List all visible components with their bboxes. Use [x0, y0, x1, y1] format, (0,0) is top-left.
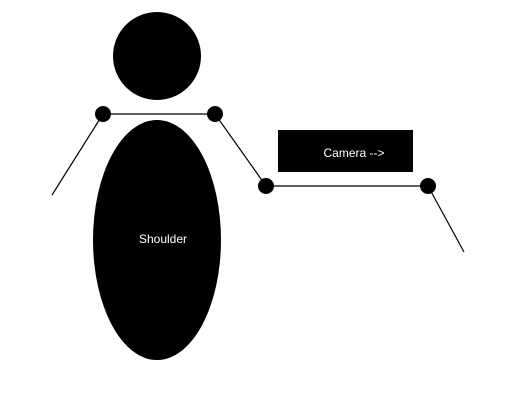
body-ellipse: [93, 120, 221, 360]
camera-label: Camera -->: [323, 146, 384, 160]
left-arm-line: [51, 113, 104, 196]
head-circle: [113, 12, 201, 100]
elbow-joint: [258, 178, 274, 194]
right-shoulder-joint: [207, 106, 223, 122]
camera-box: [278, 130, 413, 172]
wrist-joint: [420, 178, 436, 194]
hand-line: [427, 185, 465, 253]
left-shoulder-joint: [95, 106, 111, 122]
right-upper-arm-line: [214, 113, 267, 187]
shoulder-label: Shoulder: [139, 232, 187, 246]
